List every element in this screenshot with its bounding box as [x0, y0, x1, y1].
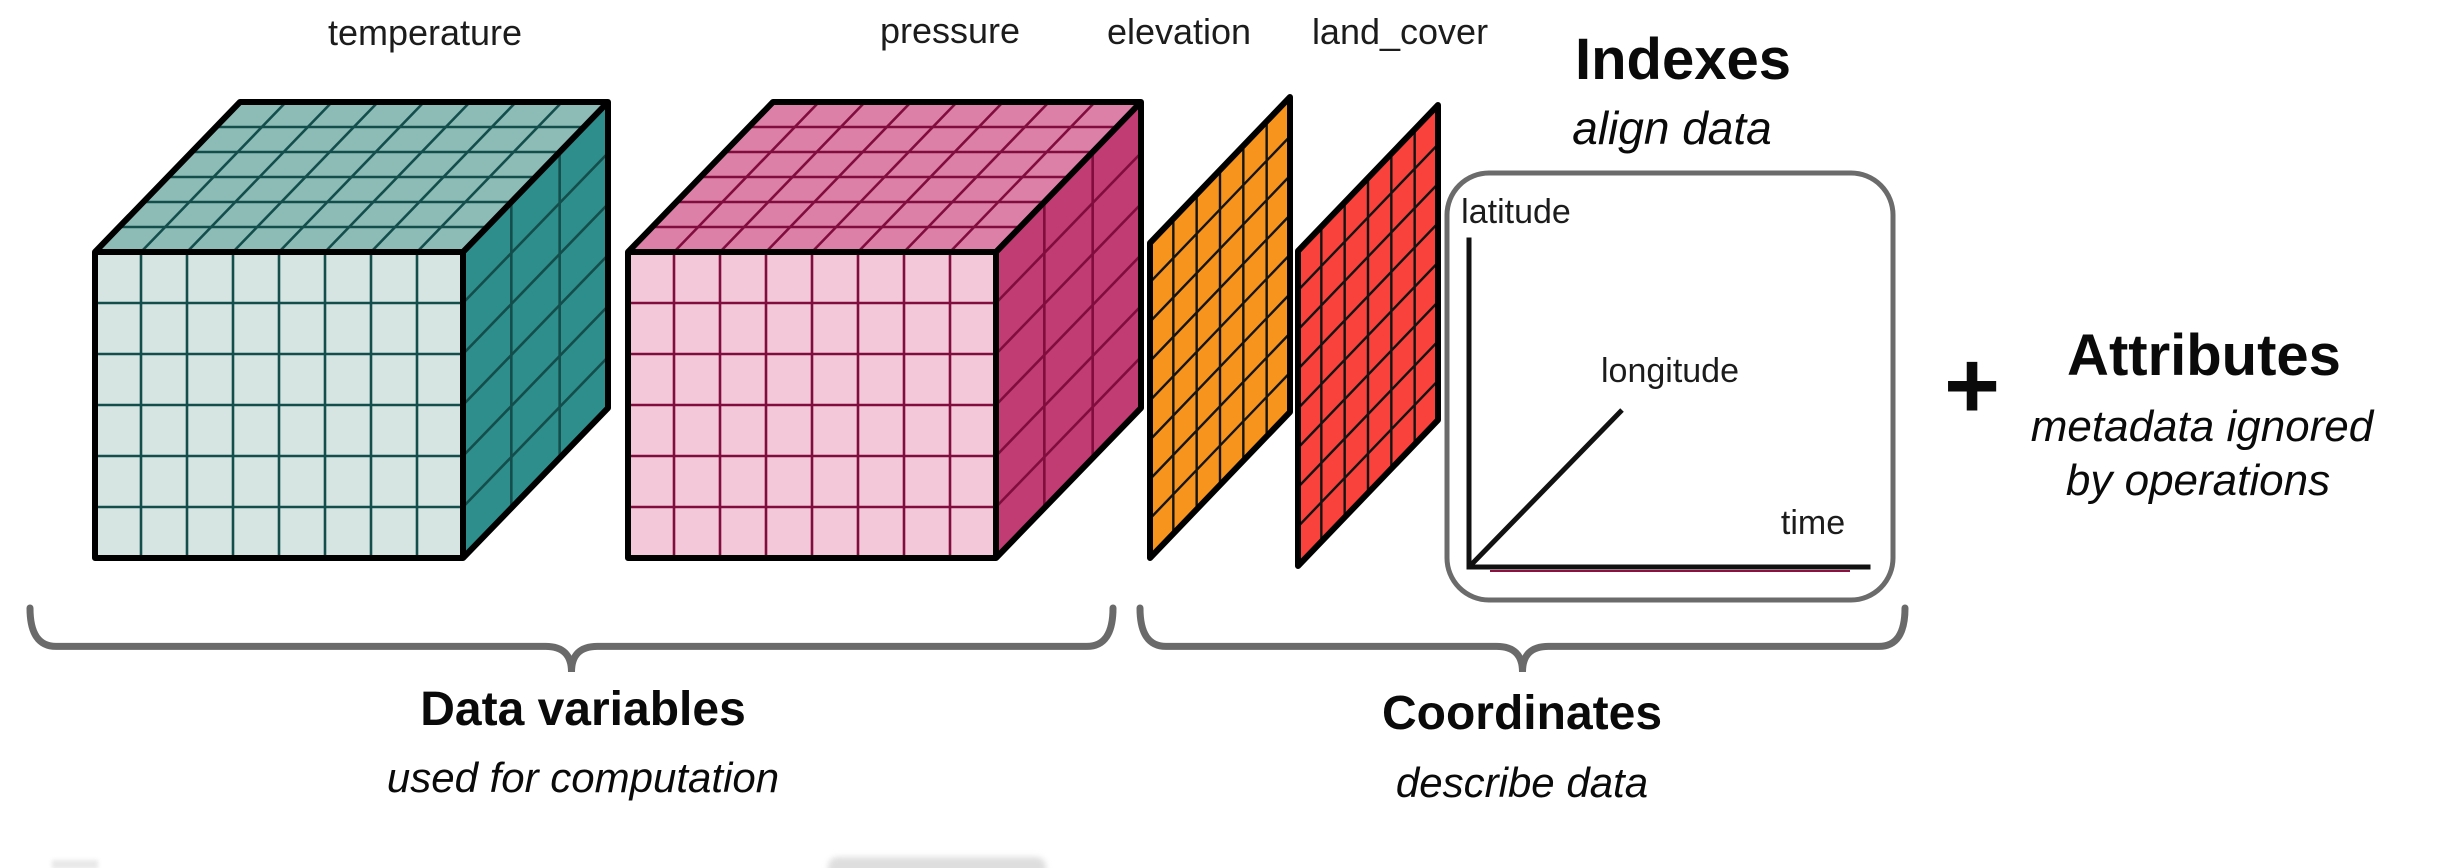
- indexes-box: [1444, 170, 1896, 603]
- elevation-plane: [1147, 94, 1293, 561]
- data-variables-subcaption: used for computation: [386, 754, 780, 801]
- cutoff-artifact-box: [828, 857, 1046, 868]
- longitude-axis-label: longitude: [1600, 352, 1740, 390]
- coordinates-brace: [1136, 604, 1909, 673]
- time-axis-label: time: [1780, 504, 1846, 542]
- attributes-title: Attributes: [2067, 323, 2341, 388]
- land-cover-label: land_cover: [1311, 11, 1489, 52]
- pressure-cube: [625, 99, 1144, 561]
- land-cover-plane: [1295, 102, 1441, 569]
- data-variables-caption: Data variables: [420, 683, 746, 736]
- temperature-cube: [92, 99, 611, 561]
- attributes-subtitle-line1: metadata ignored: [2030, 402, 2374, 451]
- plus-icon: +: [1943, 332, 2001, 439]
- temperature-label: temperature: [327, 12, 523, 53]
- index-axes: [1466, 237, 1871, 572]
- indexes-title: Indexes: [1575, 27, 1791, 92]
- coordinates-caption: Coordinates: [1381, 687, 1663, 740]
- coordinates-subcaption: describe data: [1395, 759, 1649, 806]
- indexes-subtitle: align data: [1572, 102, 1772, 154]
- pressure-label: pressure: [879, 10, 1021, 51]
- cutoff-artifact-sliver: [52, 860, 98, 868]
- attributes-subtitle-line2: by operations: [2065, 456, 2331, 505]
- latitude-axis-label: latitude: [1461, 193, 1571, 231]
- data-variables-brace: [26, 604, 1117, 673]
- elevation-label: elevation: [1106, 11, 1252, 52]
